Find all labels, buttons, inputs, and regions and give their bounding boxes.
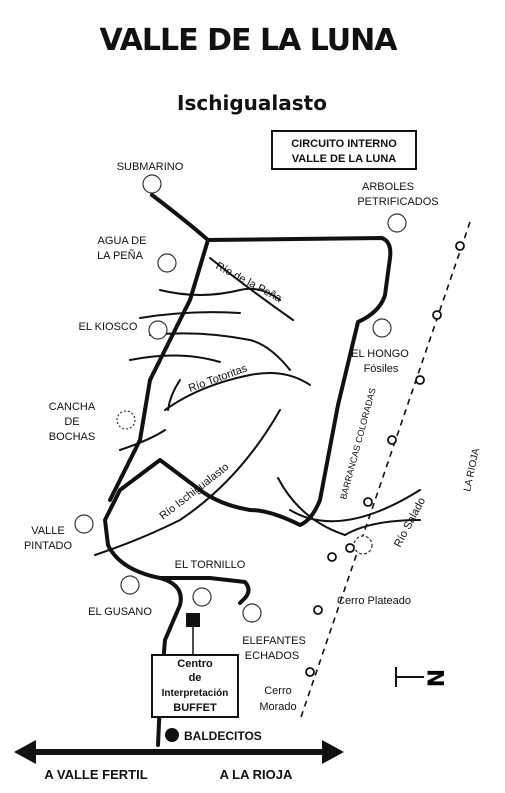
site-agua-marker (157, 253, 177, 273)
map-subtitle: Ischigualasto (177, 91, 327, 115)
direction-la-rioja: A LA RIOJA (220, 767, 293, 782)
baldecitos-marker (165, 728, 179, 742)
province-label-rioja: LA RIOJA (462, 447, 482, 493)
river-label-totoritas: Río Totoritas (187, 362, 249, 394)
centro-line3: Interpretación (162, 688, 229, 699)
label-agua-2: LA PEÑA (97, 249, 144, 262)
label-arboles-1: ARBOLES (362, 181, 414, 193)
site-salado-marker (353, 535, 373, 555)
direction-valle-fertil: A VALLE FERTIL (44, 767, 147, 782)
centro-line4: BUFFET (173, 702, 217, 714)
label-hongo-2: Fósiles (364, 363, 399, 375)
circuit-road (103, 193, 393, 605)
label-elefantes-2: ECHADOS (245, 650, 299, 662)
barrancas-label: BARRANCAS COLORADAS (338, 387, 377, 501)
centro-line1: Centro (177, 658, 213, 670)
site-arboles-marker (387, 213, 407, 233)
label-arboles-2: PETRIFICADOS (357, 196, 438, 208)
highway (14, 740, 344, 764)
label-baldecitos: BALDECITOS (184, 729, 262, 743)
label-valle-2: PINTADO (24, 540, 73, 552)
site-tornillo-marker (192, 587, 212, 607)
label-elefantes-1: ELEFANTES (242, 635, 306, 647)
label-hongo-1: EL HONGO (351, 348, 409, 360)
circuit-legend-box: CIRCUITO INTERNO VALLE DE LA LUNA (271, 130, 417, 170)
label-kiosco: EL KIOSCO (79, 321, 138, 333)
site-submarino-marker (142, 174, 162, 194)
river-label-pena: Río de la Peña (214, 260, 285, 305)
centro-line2: de (189, 672, 202, 684)
site-hongo-marker (372, 318, 392, 338)
label-plateado: Cerro Plateado (337, 595, 411, 607)
label-morado-2: Morado (259, 701, 296, 713)
province-border (299, 221, 471, 721)
label-cancha-2: DE (64, 416, 79, 428)
label-cancha-1: CANCHA (49, 401, 96, 413)
interpretation-center: Centro de Interpretación BUFFET (151, 613, 239, 718)
label-morado-1: Cerro (264, 685, 292, 697)
site-kiosco-marker (148, 320, 168, 340)
circuit-legend-line2: VALLE DE LA LUNA (292, 153, 397, 165)
north-arrow-icon: N (395, 667, 450, 687)
label-cancha-3: BOCHAS (49, 431, 95, 443)
north-letter: N (425, 669, 450, 687)
site-cancha-marker (116, 410, 136, 430)
site-valle-marker (74, 514, 94, 534)
access-road (156, 576, 183, 747)
site-gusano-marker (120, 575, 140, 595)
site-elefantes-marker (242, 603, 262, 623)
map-title: VALLE DE LA LUNA (100, 23, 399, 58)
label-tornillo: EL TORNILLO (175, 559, 246, 571)
label-valle-1: VALLE (31, 525, 64, 537)
circuit-legend-line1: CIRCUITO INTERNO (291, 138, 397, 150)
label-submarino: SUBMARINO (117, 161, 184, 173)
river-label-ischigualasto: Río Ischigualasto (157, 461, 231, 522)
label-agua-1: AGUA DE (98, 235, 147, 247)
river-network (94, 257, 421, 556)
label-gusano: EL GUSANO (88, 606, 152, 618)
